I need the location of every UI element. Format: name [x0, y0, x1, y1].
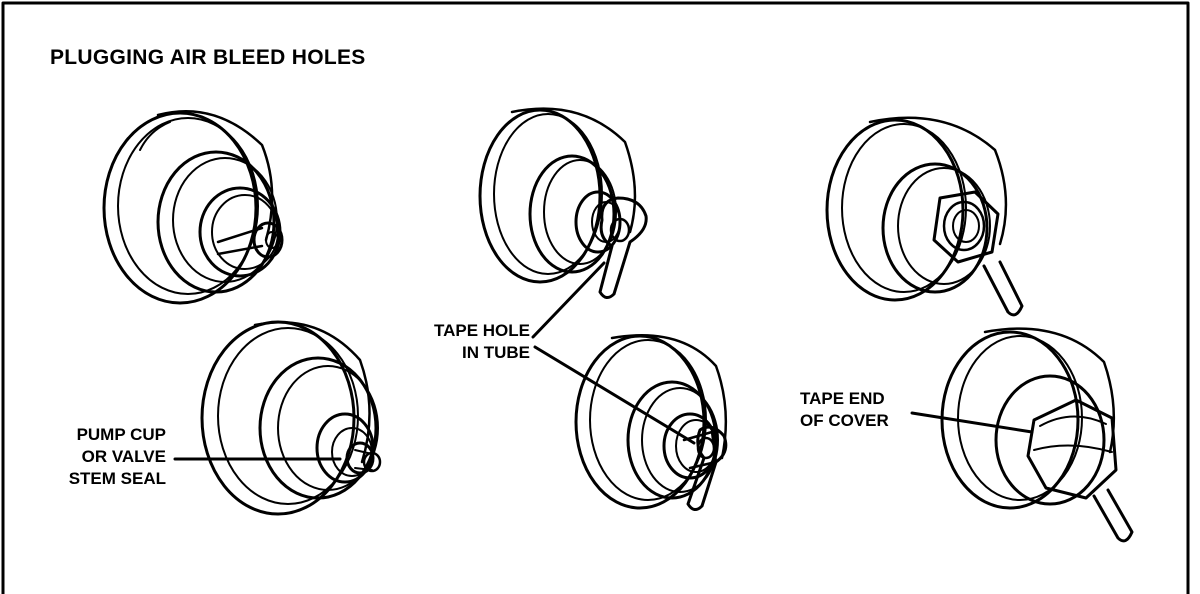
callout-tape-end-line-1: TAPE END: [800, 389, 885, 408]
callout-pump-cup-line-3: STEM SEAL: [68, 469, 166, 488]
pump-unit-4: [574, 334, 728, 511]
callout-pump-cup: PUMP CUP OR VALVE STEM SEAL: [40, 424, 166, 490]
callout-pump-cup-line-2: OR VALVE: [81, 447, 166, 466]
leader-tape-end: [910, 411, 1034, 434]
pump-unit-6: [940, 327, 1134, 543]
pump-unit-2: [200, 320, 382, 516]
leader-lines: [173, 261, 1034, 461]
leader-tape-hole: [531, 261, 696, 445]
callout-tape-hole-line-2: IN TUBE: [462, 343, 530, 362]
callout-tape-hole: TAPE HOLE IN TUBE: [404, 320, 530, 364]
figure-title: PLUGGING AIR BLEED HOLES: [50, 46, 366, 69]
pump-unit-3: [478, 107, 648, 299]
callout-tape-end: TAPE END OF COVER: [800, 388, 889, 432]
pump-unit-1: [102, 110, 284, 305]
callout-tape-end-line-2: OF COVER: [800, 411, 889, 430]
callout-tape-hole-line-1: TAPE HOLE: [433, 321, 530, 340]
callout-pump-cup-line-1: PUMP CUP: [76, 425, 166, 444]
pump-unit-5: [825, 116, 1024, 317]
